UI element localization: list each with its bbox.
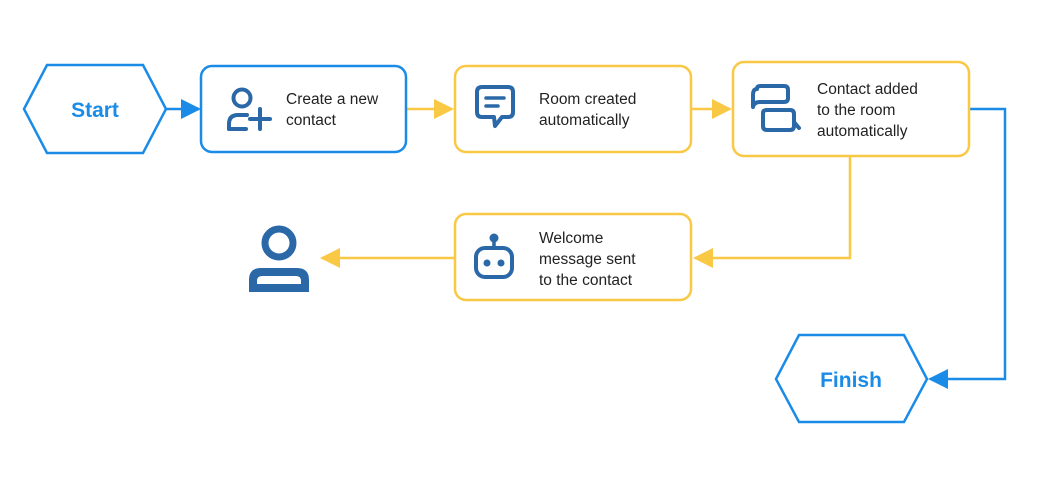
step-line: to the room [817,102,895,119]
step-line: automatically [817,123,908,140]
step-line: Create a new [286,91,379,108]
finish-hexagon [774,333,929,424]
step-line: automatically [539,112,630,129]
step-box [731,60,971,158]
step-line: message sent [539,251,636,268]
step-line: to the contact [539,272,633,289]
step-added-text: Contact added to the room automatically [817,81,922,140]
finish-label: Finish [820,369,882,392]
step-room-text: Room created automatically [539,91,641,129]
chat-group-icon [751,84,801,132]
step-create-contact: Create a new contact [199,64,408,154]
robot-icon [474,233,514,279]
step-line: Room created [539,91,636,108]
step-line: Contact added [817,81,918,98]
step-welcome-message: Welcome message sent to the contact [453,212,693,302]
step-line: contact [286,112,337,129]
step-box [199,64,408,154]
connector-added-to-welcome [693,157,852,268]
step-room-created: Room created automatically [453,64,693,154]
step-contact-added: Contact added to the room automatically [731,60,971,158]
start-node: Start [22,63,168,155]
step-line: Welcome [539,230,603,247]
user-plus-icon [227,87,272,131]
connectors [166,99,1007,389]
step-welcome-text: Welcome message sent to the contact [539,230,640,289]
step-box [453,212,693,302]
user-icon [249,225,309,292]
step-box [453,64,693,154]
finish-node: Finish [774,333,929,424]
start-label: Start [71,99,119,122]
step-create-text: Create a new contact [286,91,383,129]
chat-bubble-icon [475,85,515,128]
connector-added-to-finish [928,107,1007,389]
start-hexagon [22,63,168,155]
